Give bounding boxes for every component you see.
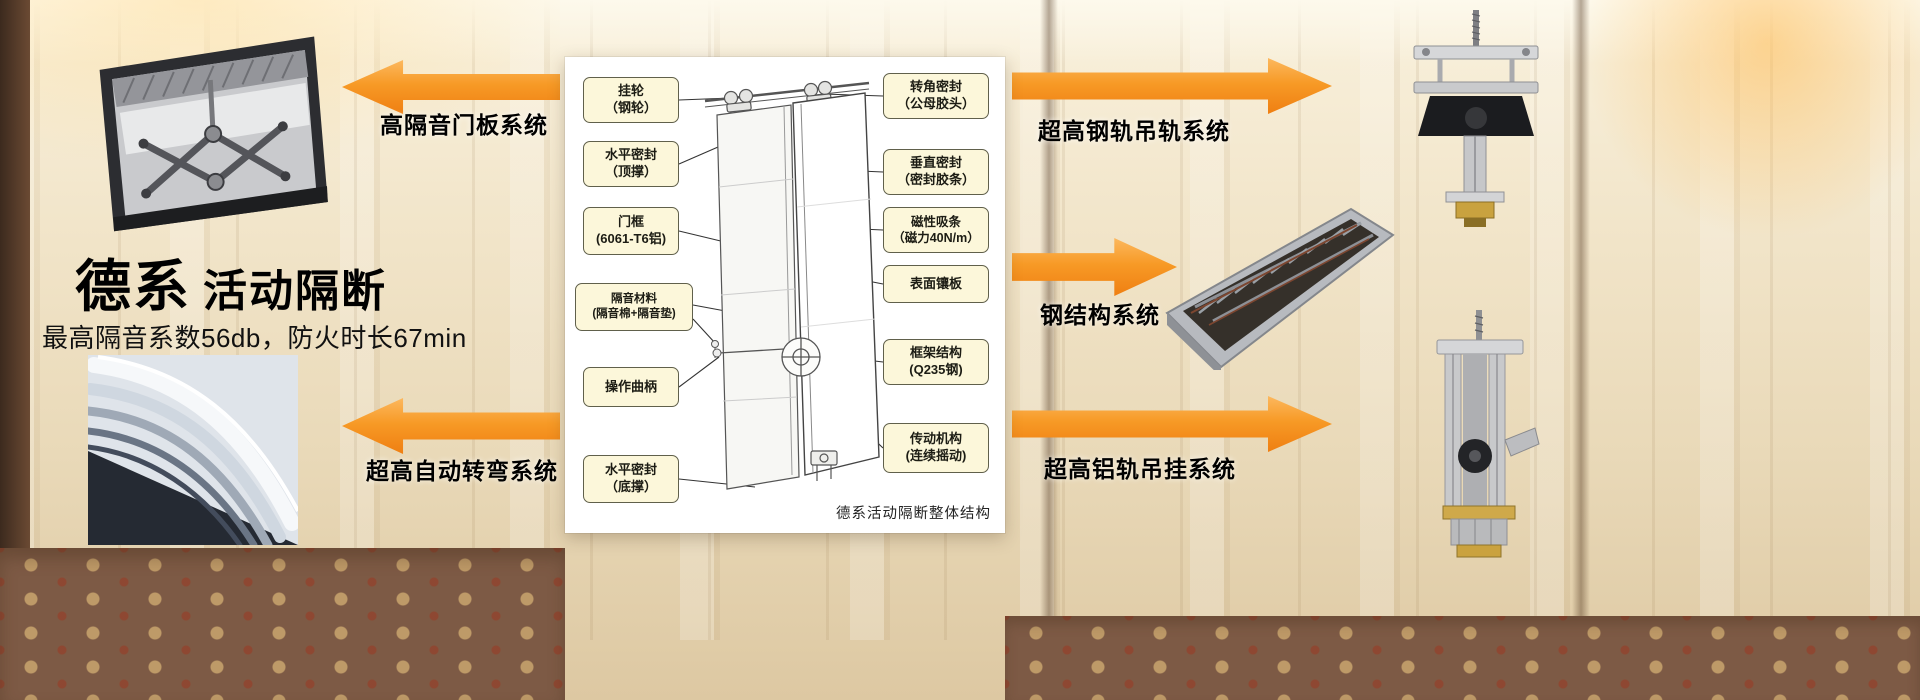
callout-operating-crank: 操作曲柄 xyxy=(583,367,679,407)
callout-frame-structure: 框架结构 (Q235钢) xyxy=(883,339,989,385)
aluminum-rail-hanger-illustration xyxy=(1436,310,1540,558)
curved-track-illustration xyxy=(83,355,300,550)
callout-door-frame: 门框 (6061-T6铝) xyxy=(583,207,679,255)
label-steel-rail-system: 超高钢轨吊轨系统 xyxy=(1038,118,1230,144)
callout-soundproof-material: 隔音材料 (隔音棉+隔音垫) xyxy=(575,283,693,331)
label-door-panel-system: 高隔音门板系统 xyxy=(380,112,548,138)
photo-door-panel-track xyxy=(89,16,335,248)
steel-structure-illustration xyxy=(1165,207,1395,377)
callout-horizontal-seal-top: 水平密封 （顶撑） xyxy=(583,141,679,187)
label-steel-structure-system: 钢结构系统 xyxy=(1040,302,1160,328)
carpet-left xyxy=(0,548,565,700)
callout-surface-panel: 表面镶板 xyxy=(883,265,989,303)
photo-curved-track xyxy=(83,355,300,550)
background-wall-gap xyxy=(1040,0,1058,640)
brand-name: 德系 xyxy=(75,255,191,318)
product-title: 德系 活动隔断 xyxy=(75,242,387,323)
callout-transmission: 传动机构 (连续摇动) xyxy=(883,423,989,473)
diagram-caption: 德系活动隔断整体结构 xyxy=(836,506,991,522)
background-pillar xyxy=(0,0,30,556)
product-name: 活动隔断 xyxy=(203,267,387,316)
product-subtitle: 最高隔音系数56db，防火时长67min xyxy=(42,323,467,353)
photo-aluminum-rail-hanger xyxy=(1393,308,1558,568)
callout-corner-seal: 转角密封 （公母胶头） xyxy=(883,73,989,119)
structure-diagram-panel: 挂轮 （钢轮） 水平密封 （顶撑） 门框 (6061-T6铝) 隔音材料 (隔音… xyxy=(565,57,1005,533)
callout-magnetic-strip: 磁性吸条 （磁力40N/m） xyxy=(883,207,989,253)
label-aluminum-rail-system: 超高铝轨吊挂系统 xyxy=(1044,456,1236,482)
callout-horizontal-seal-bottom: 水平密封 （底撑） xyxy=(583,455,679,503)
carpet-right xyxy=(1005,616,1920,700)
photo-steel-structure xyxy=(1165,195,1395,377)
callout-hanging-wheel: 挂轮 （钢轮） xyxy=(583,77,679,123)
background-glow-right xyxy=(1580,0,1920,240)
door-panel-track-illustration xyxy=(99,36,328,232)
label-auto-turn-system: 超高自动转弯系统 xyxy=(366,458,558,484)
partition-door-diagram xyxy=(678,80,884,490)
background-wall-gap xyxy=(1572,0,1590,640)
steel-rail-hanger-illustration xyxy=(1413,10,1539,227)
photo-steel-rail-hanger xyxy=(1388,8,1563,238)
callout-vertical-seal: 垂直密封 （密封胶条） xyxy=(883,149,989,195)
